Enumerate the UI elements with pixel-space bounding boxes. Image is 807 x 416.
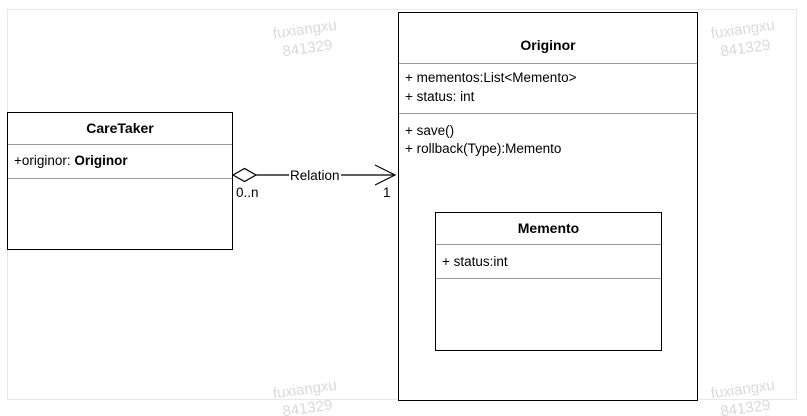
arrowhead-icon <box>374 164 397 186</box>
target-multiplicity: 1 <box>383 185 391 200</box>
class-title: CareTaker <box>86 120 154 136</box>
operation-save: + save() <box>405 123 455 138</box>
class-title: Memento <box>517 220 580 236</box>
divider <box>436 278 661 279</box>
attribute-name: +originor: <box>14 153 75 168</box>
attribute-mementos: + mementos:List<Memento> <box>405 70 577 85</box>
divider <box>8 144 232 145</box>
attribute-originor: +originor: Originor <box>14 152 128 169</box>
operation-rollback: + rollback(Type):Memento <box>405 141 562 156</box>
divider <box>436 244 661 245</box>
relation-label: Relation <box>289 168 341 183</box>
divider <box>399 63 697 64</box>
attribute-status: + status: int <box>405 89 475 104</box>
class-title: Originor <box>520 37 576 53</box>
attribute-type: Originor <box>74 153 128 168</box>
class-memento[interactable]: Memento + status:int <box>435 212 662 351</box>
attribute-status: + status:int <box>442 254 508 269</box>
class-caretaker[interactable]: CareTaker +originor: Originor <box>7 112 233 250</box>
divider <box>8 178 232 179</box>
divider <box>399 113 697 114</box>
aggregation-diamond-icon <box>231 167 258 183</box>
source-multiplicity: 0..n <box>236 185 259 200</box>
